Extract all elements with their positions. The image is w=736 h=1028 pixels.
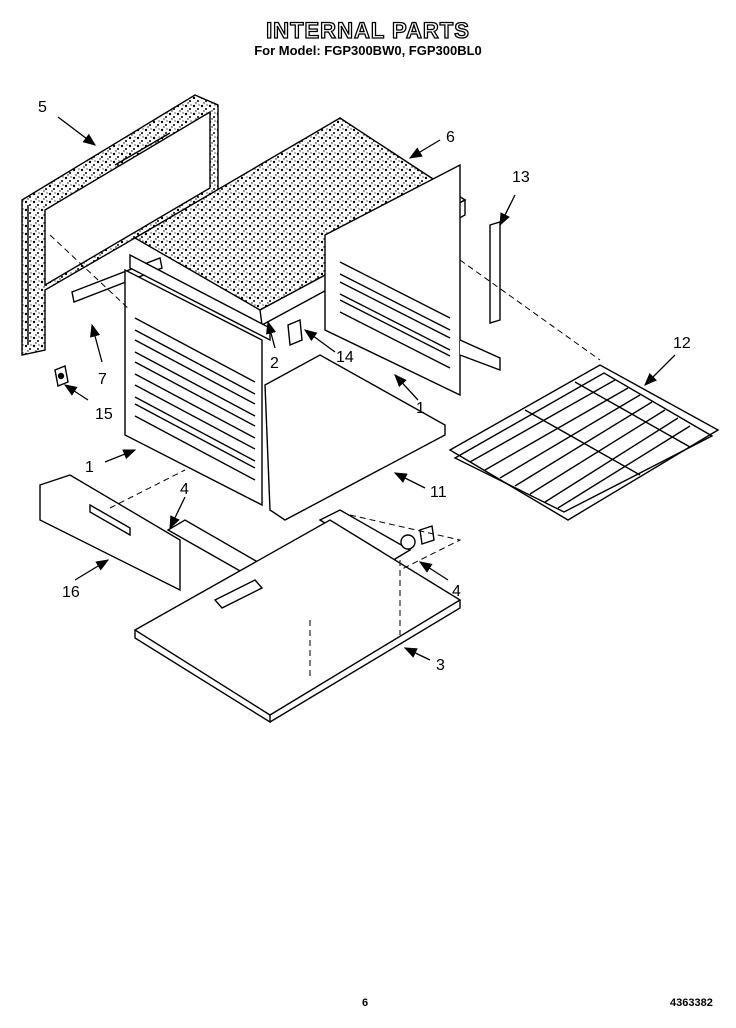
- callout-15: 15: [95, 406, 113, 423]
- callout-1-left: 1: [85, 459, 94, 476]
- callout-2: 2: [270, 355, 279, 372]
- oven-liner-left-wall: [124, 253, 271, 507]
- callout-14: 14: [336, 349, 354, 366]
- clip-part-15: [54, 365, 69, 387]
- oven-liner-right-wall: [324, 163, 501, 397]
- callout-1-right: 1: [416, 400, 425, 417]
- model-subtitle: For Model: FGP300BW0, FGP300BL0: [254, 43, 482, 58]
- callout-13: 13: [512, 169, 530, 186]
- callout-4-lower: 4: [452, 583, 461, 600]
- oven-rack-part-12: [448, 364, 720, 521]
- document-code: 4363382: [670, 997, 713, 1009]
- part-14: [287, 318, 303, 347]
- vent-trim-part-16: [39, 474, 181, 592]
- callout-7: 7: [98, 371, 107, 388]
- base-pan-part-3: [133, 519, 462, 724]
- door-insulation-part-5: [21, 94, 219, 356]
- callout-4-upper: 4: [180, 481, 189, 498]
- callout-5: 5: [38, 99, 47, 116]
- page-number: 6: [362, 997, 369, 1009]
- callout-11: 11: [430, 484, 447, 501]
- page-title: INTERNAL PARTS: [265, 17, 470, 43]
- bracket-part-13: [489, 221, 501, 324]
- alignment-lines: [49, 234, 601, 680]
- callout-16: 16: [62, 584, 80, 601]
- oven-bottom-part-11: [264, 354, 446, 521]
- callout-12: 12: [673, 335, 691, 352]
- callout-3: 3: [436, 657, 445, 674]
- callout-6: 6: [446, 129, 455, 146]
- leader-arrows: [57, 116, 676, 661]
